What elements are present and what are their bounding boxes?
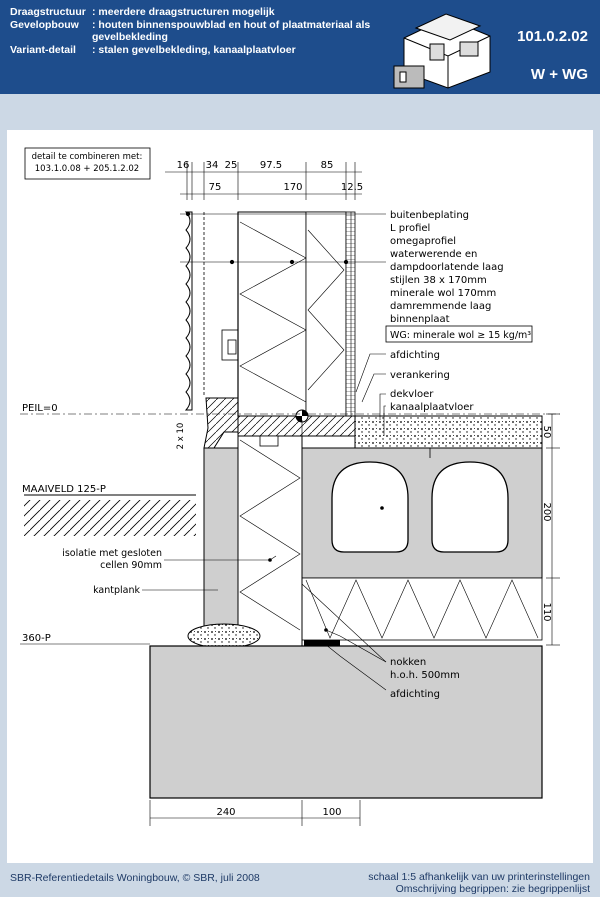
variant-code: W + WG [530,66,588,83]
foundation-beam [149,645,543,799]
ground-soil [24,500,196,536]
combine-note-box [24,147,151,180]
kantplank-label: kantplank [93,585,140,596]
level-360-label: 360-P [22,633,51,644]
dim-75: 75 [209,182,222,193]
header-value: : stalen gevelbekleding, kanaalplaatvloe… [92,44,296,56]
maaiveld-level-label: MAAIVELD 125-P [22,484,106,495]
dim-110: 110 [541,602,552,621]
layer-label: damremmende laag [390,301,491,312]
wg-note-box [385,325,533,343]
dim-100: 100 [322,807,341,818]
layer-label: stijlen 38 x 170mm [390,275,487,286]
dim-25: 25 [225,160,238,171]
header-key: Gevelopbouw [10,19,79,31]
inner-board [345,211,356,417]
hollow-core-channel [431,461,509,553]
wg-note: WG: minerale wol ≥ 15 kg/m³ [390,330,531,341]
layer-label: binnenplaat [390,314,450,325]
dim-12-5: 12.5 [341,182,363,193]
right-dimension-lines [546,413,560,646]
steel-cladding [184,211,193,411]
dim-170: 170 [283,182,302,193]
peil-level-label: PEIL=0 [22,403,58,414]
small-dimension-label: 2 x 10 [176,423,186,450]
afdichting-bottom-label: afdichting [390,689,440,700]
drawing-sheet: detail te combineren met: 103.1.0.08 + 2… [7,130,593,863]
hollow-core-channel [331,461,409,553]
header-value: : meerdere draagstructuren mogelijk [92,6,275,18]
screed-layer [354,415,543,449]
footer-scale-note: schaal 1:5 afhankelijk van uw printerins… [368,871,590,883]
layer-label: buitenbeplating [390,210,469,221]
header-key: Draagstructuur [10,6,86,18]
stud [305,211,347,417]
footer-glossary-note: Omschrijving begrippen: zie begrippenlij… [395,883,590,895]
header-value: : houten binnenspouwblad en hout of plaa… [92,19,371,43]
layer-label: waterwerende en [390,249,477,260]
header-key: Variant-detail [10,44,76,56]
afdichting-top-label: afdichting [390,350,440,361]
layer-label: L profiel [390,223,430,234]
dim-34: 34 [206,160,219,171]
isolation-label-line2: cellen 90mm [100,560,162,571]
dim-50: 50 [541,426,552,439]
dim-85: 85 [321,160,334,171]
layer-label: omegaprofiel [390,236,456,247]
combine-note-line2: 103.1.0.08 + 205.1.2.02 [35,164,139,174]
detail-code: 101.0.2.02 [517,28,588,45]
header-bar: Draagstructuur : meerdere draagstructure… [0,0,600,94]
dekvloer-label: dekvloer [390,389,434,400]
crawlspace-insulation [301,577,543,641]
layer-leader-lines [180,211,386,265]
right-leader-lines [301,353,387,691]
layer-label: minerale wol 170mm [390,288,496,299]
kantplank [203,447,239,629]
inner-foundation-wall [237,435,303,647]
top-dimension-lines [165,162,362,200]
construction-detail-drawing: detail te combineren met: 103.1.0.08 + 2… [20,147,560,826]
gravel-pocket [187,623,261,649]
layer-label: dampdoorlatende laag [390,262,504,273]
dim-240: 240 [216,807,235,818]
isolation-label-line1: isolatie met gesloten [62,548,162,559]
dim-16: 16 [177,160,190,171]
mineral-wool-zigzag [239,221,307,403]
footer-copyright: SBR-Referentiedetails Woningbouw, © SBR,… [10,872,260,884]
nokken-label: nokken [390,657,426,668]
footer-notes: schaal 1:5 afhankelijk van uw printerins… [368,871,590,895]
verankering-label: verankering [390,370,450,381]
dim-200: 200 [541,502,552,521]
dim-97-5: 97.5 [260,160,282,171]
bottom-dimension-lines [149,800,361,826]
drip-flashing [203,397,239,449]
combine-note-line1: detail te combineren met: [32,152,143,162]
kanaalplaatvloer-label: kanaalplaatvloer [390,402,474,413]
house-thumbnail-icon [393,13,491,89]
hoh-label: h.o.h. 500mm [390,670,460,681]
